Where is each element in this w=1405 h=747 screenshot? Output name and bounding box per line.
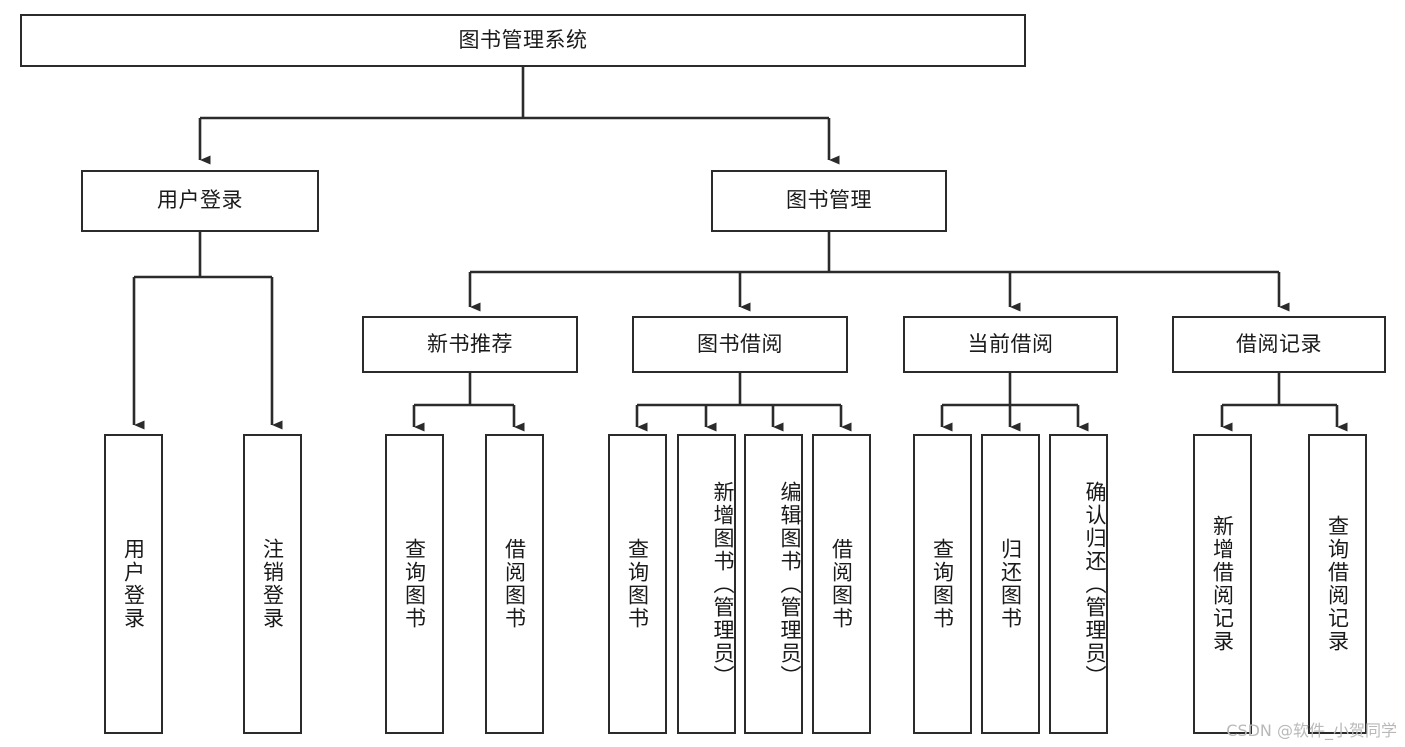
node-label: 用户登录 — [157, 188, 243, 213]
leaf-user-login-signin[interactable]: 用户登录 — [104, 434, 163, 734]
node-label: 图书借阅 — [697, 331, 783, 356]
node-label: 查询借阅记录 — [1325, 515, 1350, 653]
node-label: 查询图书 — [402, 538, 427, 630]
node-label: 确认归还（管理员） — [1083, 480, 1107, 688]
node-label: 新增图书（管理员） — [711, 480, 735, 688]
node-label: 编辑图书（管理员） — [778, 480, 802, 688]
node-borrow-record[interactable]: 借阅记录 — [1172, 316, 1386, 373]
leaf-book-borrow-edit[interactable]: 编辑图书（管理员） — [744, 434, 803, 734]
leaf-current-borrow-query[interactable]: 查询图书 — [913, 434, 972, 734]
node-label: 新增借阅记录 — [1210, 515, 1235, 653]
leaf-book-borrow-query[interactable]: 查询图书 — [608, 434, 667, 734]
node-label: 新书推荐 — [427, 331, 513, 356]
node-label: 当前借阅 — [967, 331, 1054, 356]
leaf-borrow-record-query[interactable]: 查询借阅记录 — [1308, 434, 1367, 734]
node-current-borrow[interactable]: 当前借阅 — [903, 316, 1118, 373]
node-label: 注销登录 — [260, 538, 285, 630]
node-label: 借阅图书 — [829, 538, 854, 630]
leaf-current-borrow-confirm-return[interactable]: 确认归还（管理员） — [1049, 434, 1108, 734]
node-root-system[interactable]: 图书管理系统 — [20, 14, 1026, 67]
leaf-current-borrow-return[interactable]: 归还图书 — [981, 434, 1040, 734]
leaf-borrow-record-add[interactable]: 新增借阅记录 — [1193, 434, 1252, 734]
leaf-user-login-signout[interactable]: 注销登录 — [243, 434, 302, 734]
node-book-management[interactable]: 图书管理 — [711, 170, 947, 232]
node-label: 借阅记录 — [1236, 331, 1322, 356]
node-label: 查询图书 — [930, 538, 955, 630]
node-label: 图书管理 — [786, 188, 872, 213]
node-label: 用户登录 — [121, 538, 146, 630]
node-label: 图书管理系统 — [458, 27, 588, 52]
node-label: 查询图书 — [625, 538, 650, 630]
leaf-new-book-query[interactable]: 查询图书 — [385, 434, 444, 734]
node-user-login[interactable]: 用户登录 — [81, 170, 319, 232]
node-book-borrow[interactable]: 图书借阅 — [632, 316, 848, 373]
csdn-watermark: CSDN @软件_小贺同学 — [1226, 721, 1397, 740]
leaf-book-borrow-add[interactable]: 新增图书（管理员） — [677, 434, 736, 734]
node-new-book-recommend[interactable]: 新书推荐 — [362, 316, 578, 373]
node-label: 借阅图书 — [502, 538, 527, 630]
leaf-new-book-borrow[interactable]: 借阅图书 — [485, 434, 544, 734]
leaf-book-borrow-borrow[interactable]: 借阅图书 — [812, 434, 871, 734]
node-label: 归还图书 — [998, 538, 1023, 630]
